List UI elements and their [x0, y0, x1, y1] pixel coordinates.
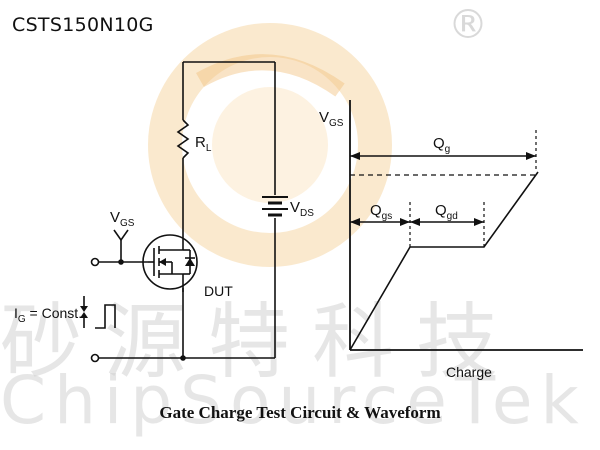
qgs-label: Qgs — [370, 202, 392, 222]
waveform-vgs-label: VGS — [319, 109, 344, 129]
dut-label: DUT — [204, 283, 233, 299]
diode-triangle — [185, 258, 195, 266]
mosfet-arrow — [159, 258, 166, 266]
gate-current-pulse — [95, 304, 116, 329]
battery-vds — [262, 196, 288, 217]
gate-terminal — [90, 257, 100, 267]
resistor-rl — [176, 119, 190, 159]
vgs-label: VGS — [110, 209, 135, 229]
qgd-label: Qgd — [435, 202, 458, 222]
rl-label: RL — [195, 134, 212, 154]
figure-caption: Gate Charge Test Circuit & Waveform — [159, 403, 441, 422]
part-number: CSTS150N10G — [12, 14, 154, 36]
qg-label: Qg — [433, 135, 450, 155]
gate-node — [118, 259, 124, 265]
mosfet-body — [142, 234, 198, 290]
ground-terminal — [90, 353, 100, 363]
ig-label: IG = Const. — [14, 305, 82, 325]
charge-axis-label: Charge — [446, 364, 492, 380]
english-brand-watermark: ChipSourceTek — [0, 362, 587, 439]
vds-label: VDS — [290, 199, 314, 219]
vgs-probe-arrow — [113, 229, 129, 242]
vgs-curve — [349, 171, 539, 351]
source-node — [180, 355, 186, 361]
brand-logo-watermark — [148, 23, 392, 267]
registered-mark-watermark: ® — [448, 2, 488, 48]
